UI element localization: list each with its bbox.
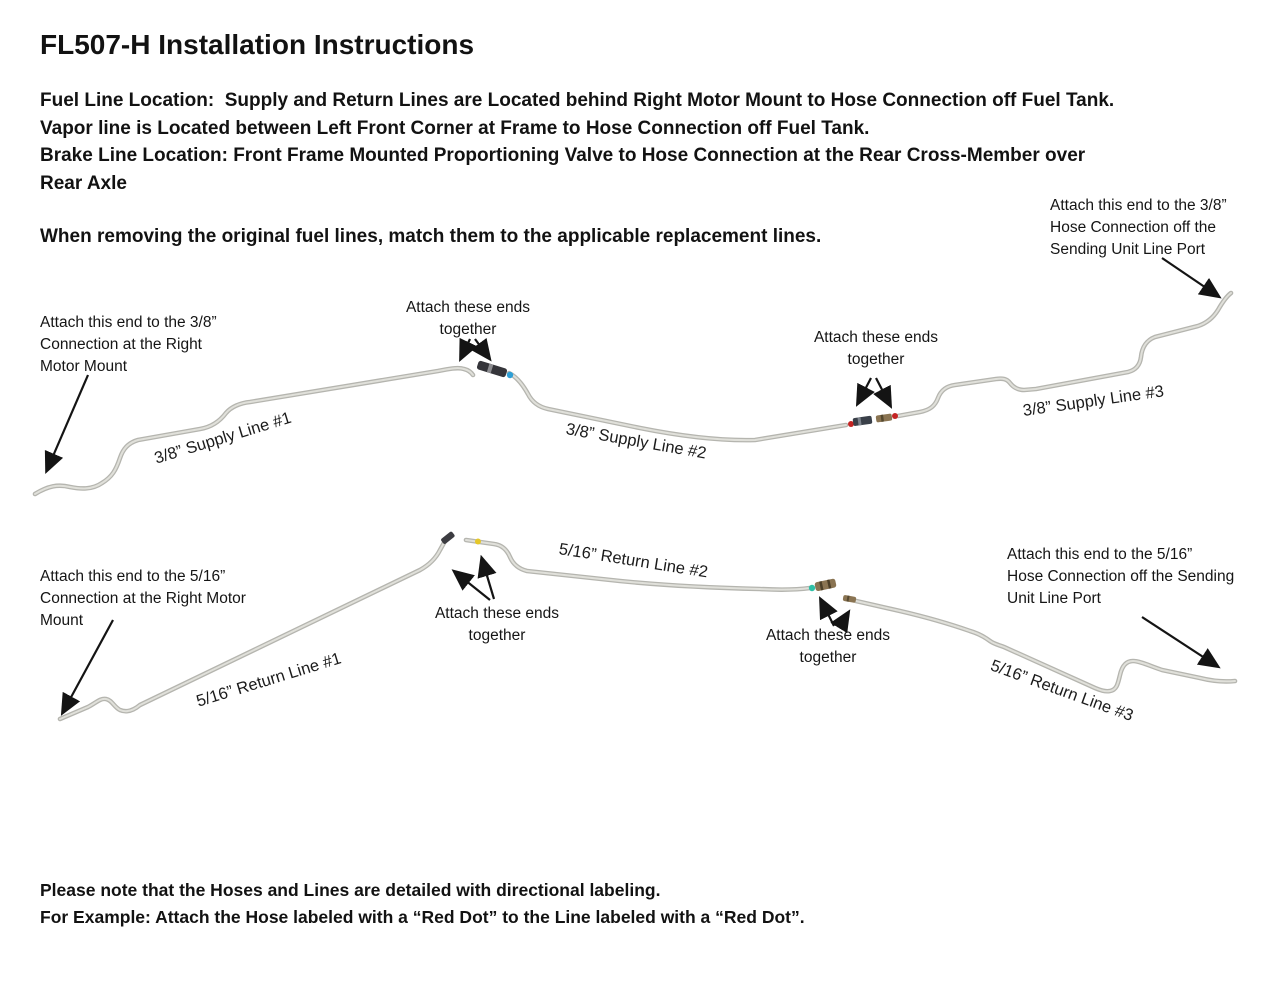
annotation-line: Mount (40, 612, 84, 629)
callout-arrows (44, 257, 1222, 716)
supply-line-2-tube (509, 373, 846, 440)
arrow-supply-junction1-left (459, 337, 478, 362)
annotation-supply-right: Attach this end to the 3/8” Hose Connect… (1050, 195, 1270, 261)
annotation-return-right: Attach this end to the 5/16” Hose Connec… (1007, 544, 1257, 610)
annotation-line: Hose Connection off the Sending (1007, 568, 1235, 585)
annotation-line: Motor Mount (40, 358, 128, 375)
annotation-supply-left: Attach this end to the 3/8” Connection a… (40, 312, 255, 378)
annotation-line: together (799, 649, 857, 666)
annotation-line: Hose Connection off the (1050, 219, 1217, 236)
annotation-line: Attach this end to the 3/8” (1050, 197, 1227, 214)
annotation-line: Attach this end to the 3/8” (40, 314, 217, 331)
hose-fitting-dark (852, 415, 873, 426)
annotation-supply-junction-1: Attach these ends together (403, 297, 533, 341)
intro-line-4: Rear Axle (40, 172, 127, 194)
annotation-line: together (439, 321, 497, 338)
footer-note: Please note that the Hoses and Lines are… (40, 877, 805, 931)
hose-fitting-brass (814, 578, 837, 592)
annotation-line: Attach this end to the 5/16” (1007, 546, 1193, 563)
annotation-line: Connection at the Right (40, 336, 202, 353)
annotation-line: Attach these ends (765, 627, 891, 644)
yellow-dot-marker (475, 538, 481, 545)
annotation-line: Attach these ends (405, 299, 531, 316)
hose-fitting-dark (476, 360, 508, 378)
annotation-line: Unit Line Port (1007, 590, 1101, 607)
annotation-line: Attach these ends (813, 329, 939, 346)
hose-fitting-dark (441, 531, 455, 544)
annotation-return-junction-2: Attach these ends together (763, 625, 893, 669)
blue-dot-marker (506, 371, 514, 379)
arrow-supply-junction1-right (470, 337, 492, 362)
intro-line-3: Brake Line Location: Front Frame Mounted… (40, 145, 1086, 166)
intro-line-2: Vapor line is Located between Left Front… (40, 117, 870, 139)
annotation-line: Connection at the Right Motor (40, 590, 246, 607)
annotation-line: together (468, 627, 526, 644)
footer-line-2: For Example: Attach the Hose labeled wit… (40, 907, 805, 927)
removal-instruction: When removing the original fuel lines, m… (40, 226, 822, 247)
arrow-supply-junction2-right (873, 377, 893, 409)
arrow-supply-junction2-left (855, 377, 875, 407)
annotation-return-left: Attach this end to the 5/16” Connection … (40, 566, 285, 632)
green-dot-marker (808, 584, 816, 592)
red-dot-marker (892, 413, 898, 419)
page-title: FL507-H Installation Instructions (40, 29, 475, 60)
hose-fitting-brass (842, 595, 857, 603)
intro-line-1: Fuel Line Location: Supply and Return Li… (40, 90, 1115, 111)
arrow-return-junction2-right (830, 609, 851, 634)
annotation-line: together (847, 351, 905, 368)
arrow-supply-left-end (44, 374, 90, 475)
annotation-return-junction-1: Attach these ends together (432, 603, 562, 647)
arrow-return-right-end (1141, 616, 1221, 669)
annotation-line: Attach this end to the 5/16” (40, 568, 226, 585)
arrow-return-junction2-left (819, 596, 838, 627)
footer-line-1: Please note that the Hoses and Lines are… (40, 880, 661, 900)
hose-fitting-brass (875, 413, 893, 423)
annotation-line: Attach these ends (434, 605, 560, 622)
arrow-return-junction1-right (477, 554, 497, 600)
arrow-supply-right-end (1161, 257, 1222, 299)
red-dot-marker (848, 421, 854, 427)
arrow-return-junction1-left (451, 569, 491, 601)
location-paragraph: Fuel Line Location: Supply and Return Li… (40, 87, 1114, 197)
annotation-supply-junction-2: Attach these ends together (811, 327, 941, 371)
arrow-return-left-end (60, 619, 114, 716)
annotation-line: Sending Unit Line Port (1050, 241, 1206, 258)
